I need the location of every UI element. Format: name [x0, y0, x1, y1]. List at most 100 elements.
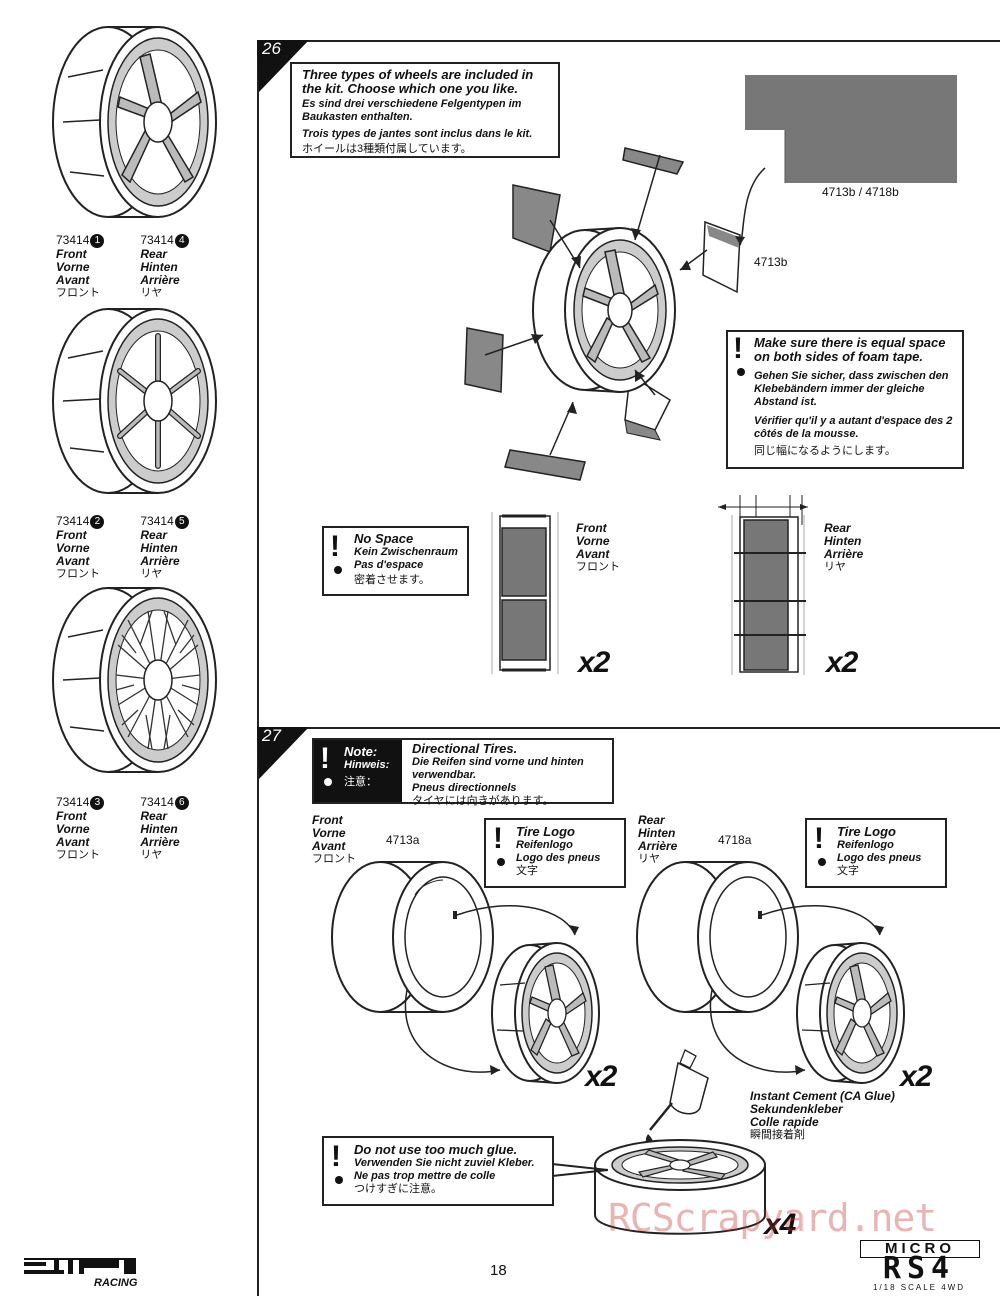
equal-space-en: Make sure there is equal space on both s… — [754, 335, 946, 364]
note-en: Note: — [344, 744, 378, 759]
directional-de: Die Reifen sind vorne und hinten verwend… — [412, 756, 584, 781]
tire-logo-de: Reifenlogo — [516, 839, 573, 851]
directional-fr: Pneus directionnels — [412, 782, 517, 794]
step-26-badge — [257, 40, 309, 92]
rear-label-jp: リヤ — [824, 561, 846, 573]
part-number: 73414 — [140, 514, 174, 529]
part-number-badge: 1 — [90, 234, 105, 248]
rear-label-fr: Arrière — [140, 554, 180, 568]
tire-logo-jp: 文字 — [516, 865, 538, 877]
front-label-jp: フロント — [56, 849, 100, 861]
front-label-de: Vorne — [56, 260, 90, 274]
equal-space-de: Gehen Sie sicher, dass zwischen den Kleb… — [754, 370, 949, 408]
part-number-badge: 5 — [174, 515, 189, 529]
wheel-foam-assembly-image — [464, 147, 766, 481]
step27-rear-labels: Rear Hinten Arrière リヤ — [638, 814, 677, 866]
front-label-en: Front — [56, 247, 87, 261]
equal-space-fr: Vérifier qu'il y a autant d'espace des 2… — [754, 415, 953, 440]
part-number: 73414 — [140, 795, 174, 810]
micro-rs4-logo: MICRO RS4 1/18 SCALE 4WD — [860, 1240, 980, 1294]
note-jp: 注意： — [344, 776, 377, 788]
front-label-en: Front — [56, 528, 87, 542]
part-number: 73414 — [56, 795, 90, 810]
rear-tire-logo-box: ! Tire Logo Reifenlogo Logo des pneus 文字 — [805, 818, 947, 888]
rear-label-de: Hinten — [824, 534, 862, 548]
exclamation-dot-icon — [497, 858, 505, 866]
front-label-fr: Avant — [56, 554, 90, 568]
rear-tire-part-label: 4718a — [718, 833, 752, 847]
front-quantity: x2 — [578, 646, 610, 679]
rear-label-en: Rear — [638, 813, 665, 827]
tire-logo-jp: 文字 — [837, 865, 859, 877]
micro-logo-text: MICRO — [860, 1240, 980, 1258]
exclamation-icon: ! — [733, 332, 743, 365]
front-tire-wheel-assembly-image — [331, 861, 600, 1084]
part-number-badge: 2 — [90, 515, 105, 529]
foam-sheet-image — [745, 75, 957, 183]
part-number: 73414 — [140, 233, 174, 248]
rear-label-fr: Arrière — [140, 835, 180, 849]
rear-label-de: Hinten — [140, 541, 178, 555]
wheel-mesh-spoke-image — [52, 587, 217, 773]
rear-label-jp: リヤ — [140, 287, 163, 299]
glue-warning-pointer — [552, 1163, 609, 1177]
note-label-panel: ! Note: Hinweis: 注意： — [314, 740, 402, 802]
no-space-fr: Pas d'espace — [354, 559, 424, 571]
directional-jp: タイヤには向きがあります。 — [412, 795, 554, 807]
intro-en: Three types of wheels are included in th… — [302, 67, 534, 96]
exclamation-icon: ! — [331, 1140, 341, 1173]
step26-front-labels: Front Vorne Avant フロント — [576, 522, 620, 574]
front-label-fr: Avant — [312, 839, 346, 853]
wheel-five-spoke-image — [52, 26, 217, 218]
foam-sheet-part-label: 4713b / 4718b — [822, 185, 899, 199]
step-27-number: 27 — [262, 726, 281, 745]
part-number-badge: 4 — [174, 234, 189, 248]
glue-label: Instant Cement (CA Glue) Sekundenkleber … — [750, 1090, 895, 1142]
rear-label-de: Hinten — [140, 822, 178, 836]
step-26-number: 26 — [262, 39, 281, 58]
directional-en: Directional Tires. — [412, 741, 518, 756]
step-27-divider — [257, 727, 1000, 729]
front-label-en: Front — [56, 809, 87, 823]
rear-tire-quantity: x2 — [900, 1060, 932, 1093]
rear-label-jp: リヤ — [140, 849, 163, 861]
column-divider — [257, 40, 259, 1296]
rear-label-fr: Arrière — [638, 839, 678, 853]
part-number-badge: 6 — [174, 796, 189, 810]
front-label-fr: Avant — [576, 547, 610, 561]
directional-note-box: ! Note: Hinweis: 注意： Directional Tires. … — [312, 738, 614, 807]
rear-label-de: Hinten — [638, 826, 676, 840]
rear-label-jp: リヤ — [638, 853, 660, 865]
exclamation-dot-icon — [737, 368, 745, 376]
exclamation-dot-icon — [335, 1176, 343, 1184]
rear-label-en: Rear — [824, 521, 851, 535]
no-space-jp: 密着させます。 — [354, 574, 430, 586]
scale-logo-text: 1/18 SCALE 4WD — [872, 1283, 966, 1292]
wheel-six-spoke-image — [52, 308, 217, 494]
rear-tire-wheel-assembly-image — [636, 861, 905, 1084]
front-label-en: Front — [576, 521, 607, 535]
too-much-glue-en: Do not use too much glue. — [354, 1142, 518, 1157]
tire-logo-fr: Logo des pneus — [837, 852, 922, 864]
front-label-de: Vorne — [56, 541, 90, 555]
front-wheel-section-image — [491, 512, 559, 674]
front-label-jp: フロント — [312, 853, 356, 865]
front-label-de: Vorne — [312, 826, 346, 840]
tire-logo-de: Reifenlogo — [837, 839, 894, 851]
tire-logo-en: Tire Logo — [837, 824, 896, 839]
front-label-de: Vorne — [56, 822, 90, 836]
rear-label-en: Rear — [140, 809, 168, 823]
step27-front-labels: Front Vorne Avant フロント — [312, 814, 356, 866]
front-label-de: Vorne — [576, 534, 610, 548]
rear-label-de: Hinten — [140, 260, 178, 274]
glue-jp: 瞬間接着剤 — [750, 1129, 805, 1141]
glue-de: Sekundenkleber — [750, 1102, 843, 1116]
front-label-fr: Avant — [56, 835, 90, 849]
front-tire-logo-box: ! Tire Logo Reifenlogo Logo des pneus 文字 — [484, 818, 626, 888]
part-number: 73414 — [56, 233, 90, 248]
front-tire-part-label: 4713a — [386, 833, 420, 847]
rs4-logo-text: RS4 — [882, 1251, 956, 1286]
